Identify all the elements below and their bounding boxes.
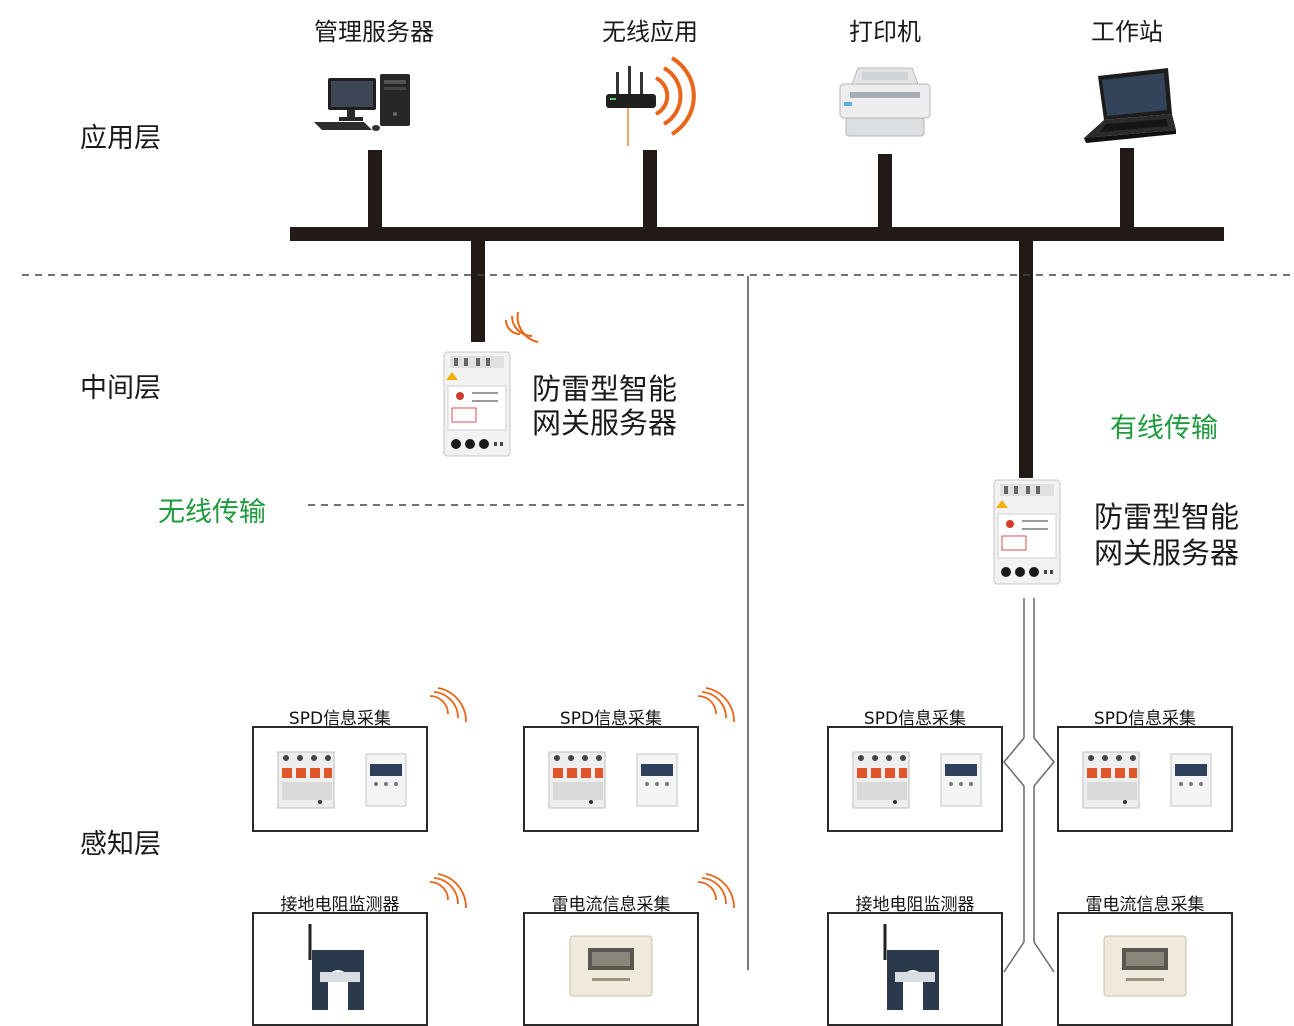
spd-device-icon	[548, 751, 678, 809]
module-title-spd-2: SPD信息采集	[559, 709, 663, 729]
layer-divider-dashed	[22, 274, 1294, 276]
signal-wave-icon	[429, 687, 467, 723]
wireless-transmission-label: 无线传输	[158, 497, 266, 528]
module-title-ground-1: 接地电阻监测器	[280, 895, 400, 915]
module-box-lightning-1	[523, 912, 699, 1026]
layer-label-application: 应用层	[80, 123, 161, 154]
gateway-left-label-line2: 网关服务器	[532, 406, 678, 440]
module-title-ground-2: 接地电阻监测器	[855, 895, 975, 915]
signal-wave-icon	[697, 687, 735, 723]
bus-to-right-gateway	[1019, 240, 1033, 478]
spd-device-icon	[1082, 751, 1212, 809]
device-label-wireless-app: 无线应用	[602, 18, 698, 46]
application-bus	[290, 227, 1224, 241]
desktop-server-icon	[314, 74, 410, 131]
gateway-right-label-line1: 防雷型智能	[1094, 500, 1240, 534]
device-label-workstation: 工作站	[1091, 18, 1163, 46]
device-label-management-server: 管理服务器	[314, 18, 434, 46]
module-title-spd-4: SPD信息采集	[1093, 709, 1197, 729]
lightning-current-collector-icon	[569, 935, 653, 997]
gateway-device-right-icon	[993, 479, 1061, 585]
laptop-icon	[1084, 68, 1176, 143]
bus-to-left-gateway	[471, 240, 485, 342]
ground-resistance-monitor-icon	[883, 924, 939, 1010]
drop-line-server	[368, 150, 382, 230]
device-label-printer: 打印机	[849, 18, 921, 46]
spd-device-icon	[277, 751, 407, 809]
drop-line-printer	[878, 154, 892, 230]
signal-wave-icon	[429, 873, 467, 909]
layer-label-perception: 感知层	[80, 829, 161, 860]
printer-icon	[839, 67, 931, 137]
wireless-router-icon	[606, 56, 696, 146]
signal-wave-icon	[505, 311, 539, 343]
module-title-spd-3: SPD信息采集	[863, 709, 967, 729]
drop-line-workstation	[1120, 148, 1134, 230]
module-title-lightning-1: 雷电流信息采集	[551, 895, 671, 915]
gateway-left-label-line1: 防雷型智能	[532, 372, 678, 406]
ground-resistance-monitor-icon	[308, 924, 364, 1010]
wireless-backbone-line	[747, 276, 749, 970]
gateway-right-label-line2: 网关服务器	[1094, 536, 1240, 570]
layer-label-middle: 中间层	[80, 373, 161, 404]
drop-line-router	[643, 150, 657, 230]
module-title-lightning-2: 雷电流信息采集	[1085, 895, 1205, 915]
signal-wave-icon	[697, 873, 735, 909]
spd-device-icon	[852, 751, 982, 809]
gateway-device-left-icon	[443, 351, 511, 457]
wired-transmission-label: 有线传输	[1110, 413, 1218, 444]
wireless-transmission-dashed	[308, 504, 747, 506]
wired-bus-double-line	[1003, 598, 1055, 973]
lightning-current-collector-icon	[1103, 935, 1187, 997]
module-title-spd-1: SPD信息采集	[288, 709, 392, 729]
